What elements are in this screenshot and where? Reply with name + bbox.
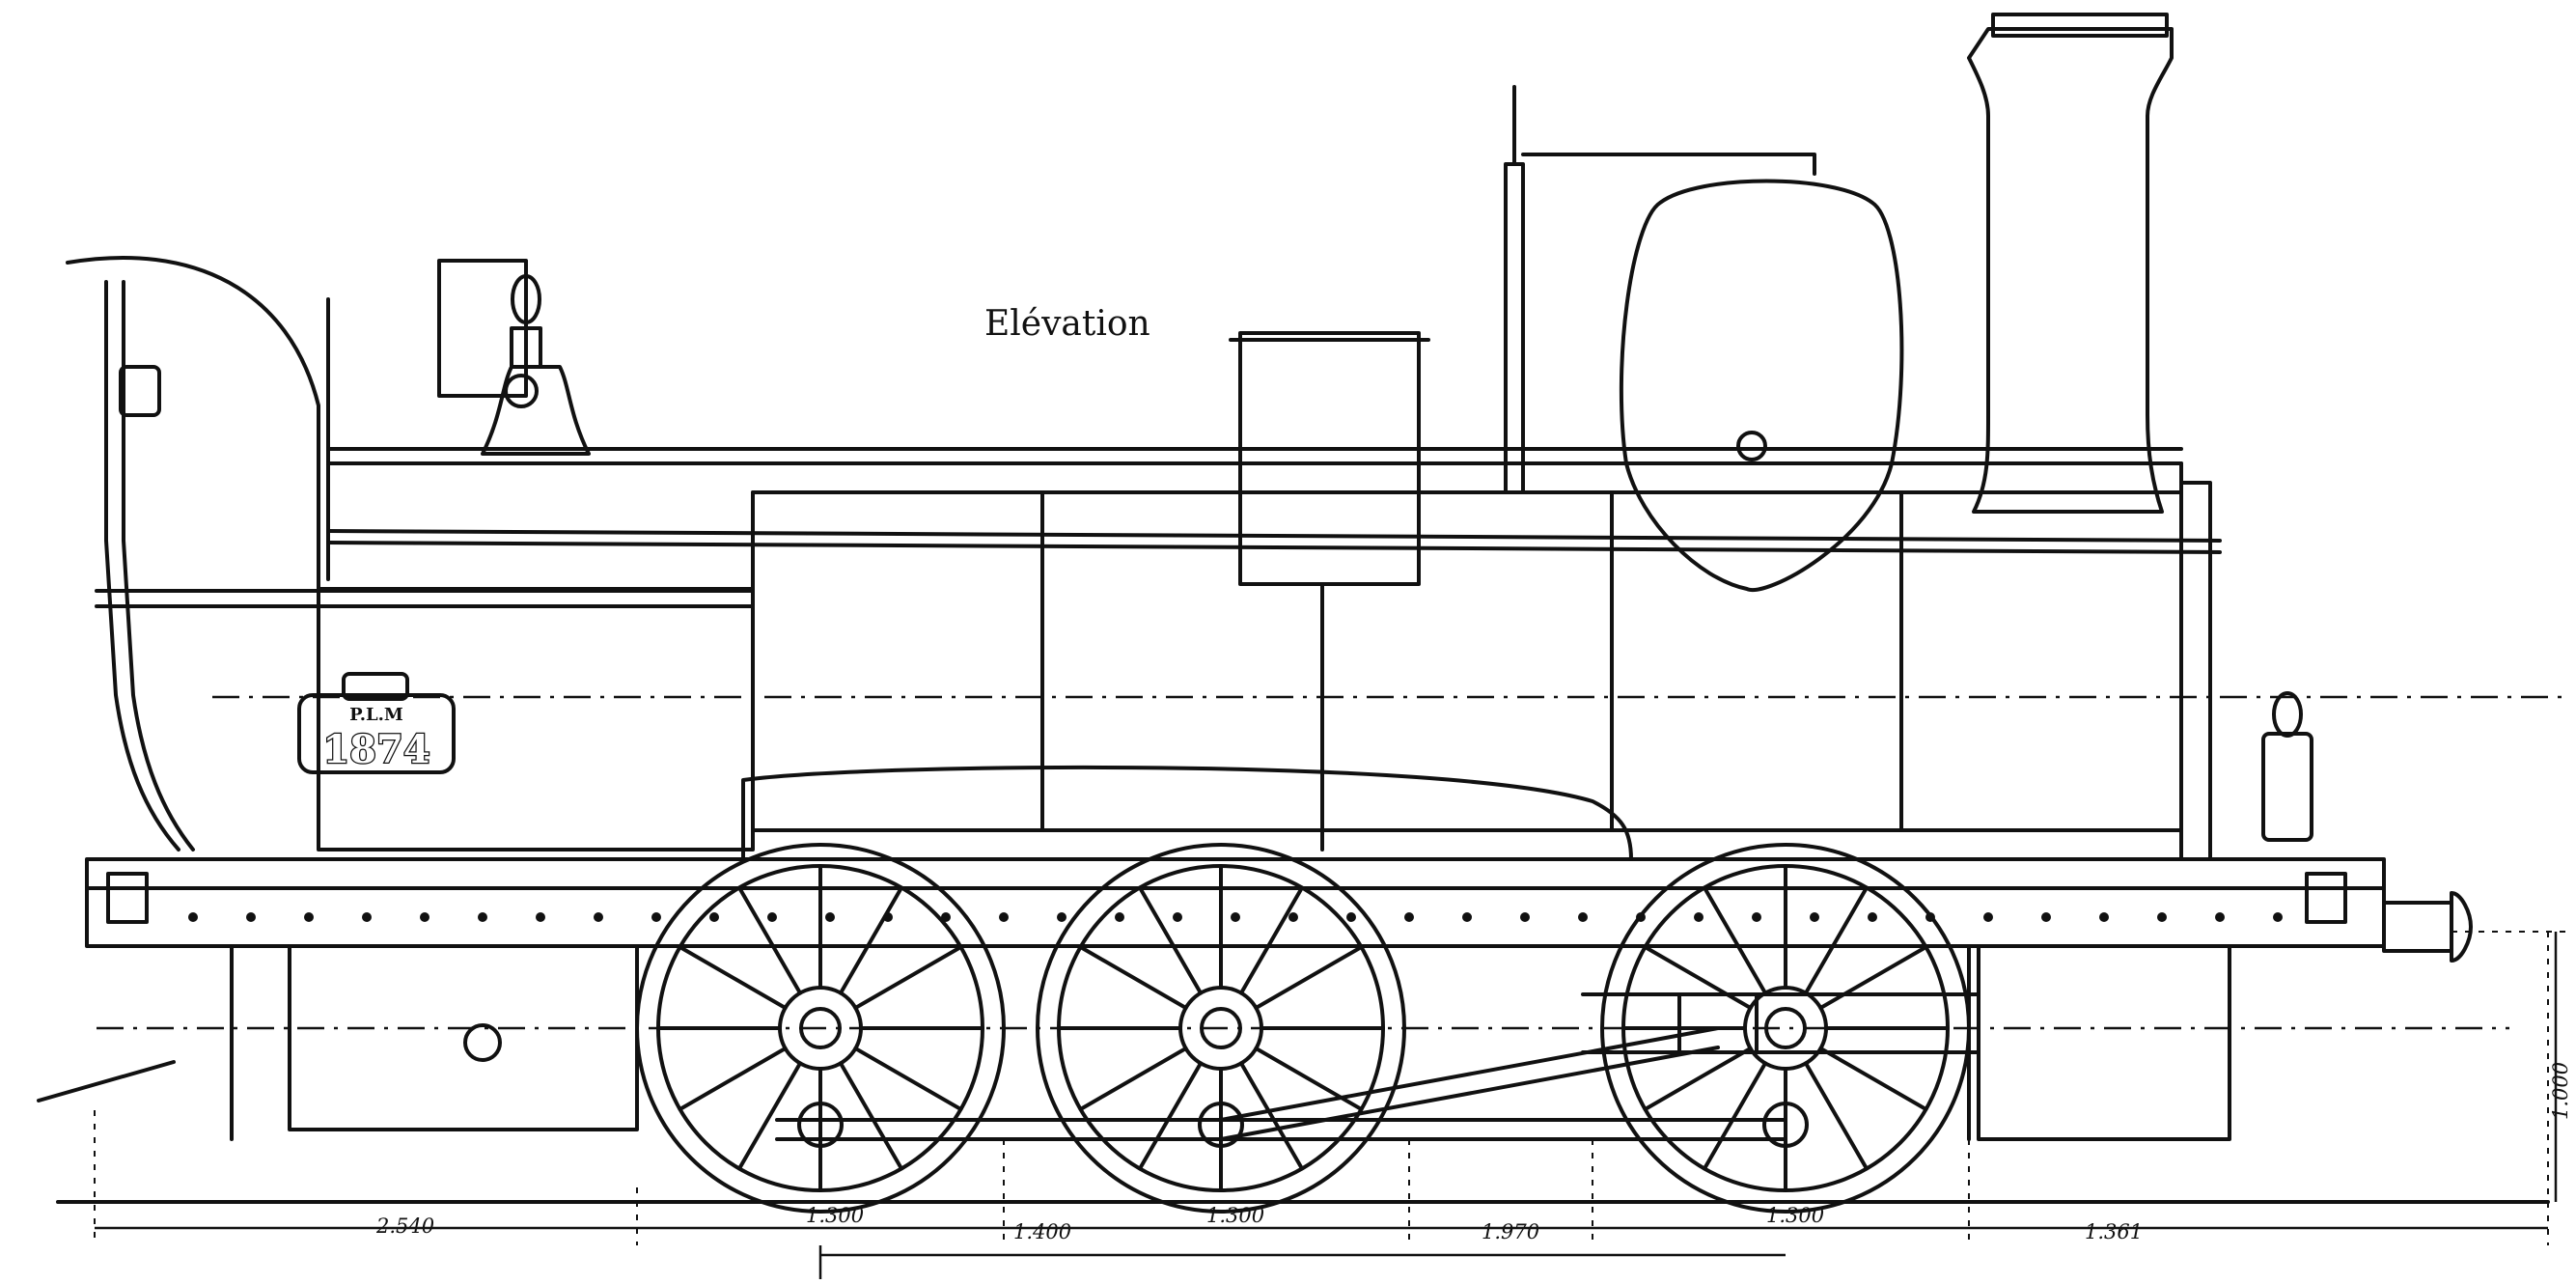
rear-frame-plate [288,944,639,1131]
headlamp [2261,691,2313,842]
rivet [1173,912,1182,922]
dimension-lines [94,931,2567,1279]
rivet [1115,912,1124,922]
rivet [246,912,256,922]
rivet [188,912,198,922]
rivet [594,912,603,922]
handrail [326,529,2222,543]
driving-wheel [1036,843,1406,1214]
splasher [741,765,1633,861]
drawing-title: Elévation [984,304,1150,344]
frame [85,857,2386,1141]
rivet [767,912,777,922]
safety-valve [437,259,591,456]
rivet [1983,912,1993,922]
rivet [1231,912,1240,922]
sand-box [1238,331,1421,586]
plate-company: P.L.M [349,705,403,725]
rivet [825,912,835,922]
boiler [326,447,2183,851]
regulator-rod [1504,162,1525,494]
rivet [1057,912,1066,922]
rivet [2099,912,2109,922]
rivet [2157,912,2167,922]
cylinder [1977,944,2231,1141]
rivet [1346,912,1356,922]
plate-number: 1874 [322,727,429,772]
dim-wheel-diameter-2: 1.300 [1206,1204,1264,1227]
number-plate: P.L.M 1874 [297,672,456,774]
dim-overhang-front: 2.540 [375,1214,434,1238]
rivet [2273,912,2283,922]
front-buffer [2382,891,2473,963]
rivet [941,912,951,922]
driving-wheels [635,843,1971,1214]
front-buffer-beam [2305,872,2347,924]
dim-spacing-2: 1.970 [1482,1220,1539,1243]
rivet [999,912,1009,922]
rivet [1520,912,1530,922]
rivet [1404,912,1414,922]
dim-overhang-rear: 1.361 [2085,1220,2143,1243]
rivet [1868,912,1877,922]
rivet [1578,912,1588,922]
rivet [478,912,487,922]
rivet-row [188,912,2283,922]
dim-spacing-1: 1.400 [1013,1220,1071,1243]
driving-wheel [1600,843,1971,1214]
rivet [1462,912,1472,922]
driving-wheel [635,843,1006,1214]
rivet [420,912,429,922]
rivet [1694,912,1703,922]
rivet [304,912,314,922]
chimney [1967,13,2174,514]
rivet [2215,912,2225,922]
rear-coupling [37,1060,176,1103]
dim-buffer-height: 1.000 [2549,1062,2572,1120]
steam-dome [1619,179,1904,593]
rivet [1288,912,1298,922]
rivet [651,912,661,922]
rivet [2041,912,2051,922]
connecting-rod [1219,1026,1720,1122]
rear-buffer-beam [106,872,149,924]
rivet [709,912,719,922]
rivet [536,912,545,922]
rivet [362,912,372,922]
dim-wheel-diameter-1: 1.300 [806,1204,864,1227]
rivet [1752,912,1761,922]
rivet [1810,912,1819,922]
dim-wheel-diameter-3: 1.300 [1766,1204,1824,1227]
